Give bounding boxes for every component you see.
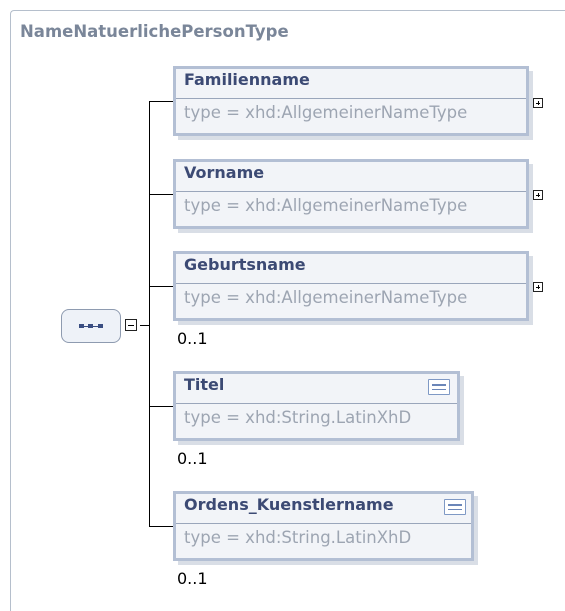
connector-bracket — [149, 101, 150, 527]
plus-icon[interactable] — [533, 282, 543, 292]
element-familienname[interactable]: Familienname type = xhd:AllgemeinerNameT… — [173, 66, 533, 140]
complex-type-title: NameNatuerlichePersonType — [20, 22, 289, 41]
element-vorname[interactable]: Vorname type = xhd:AllgemeinerNameType — [173, 159, 533, 233]
connector-vorname — [149, 194, 173, 195]
minus-icon[interactable] — [125, 319, 137, 331]
element-geburtsname[interactable]: Geburtsname type = xhd:AllgemeinerNameTy… — [173, 251, 533, 325]
connector-ordens — [149, 526, 173, 527]
element-name: Ordens_Kuenstlername — [184, 495, 394, 514]
connector-geburtsname — [149, 286, 173, 287]
element-name: Titel — [184, 375, 225, 394]
occurrence-label: 0..1 — [177, 449, 208, 468]
connector-familienname — [149, 101, 173, 102]
element-ordens-kuenstlername[interactable]: Ordens_Kuenstlername type = xhd:String.L… — [173, 491, 478, 565]
plus-icon[interactable] — [533, 190, 543, 200]
connector-seq-to-bracket — [140, 325, 150, 326]
occurrence-label: 0..1 — [177, 329, 208, 348]
element-name: Geburtsname — [184, 255, 306, 274]
documentation-icon — [428, 379, 450, 395]
occurrence-label: 0..1 — [177, 569, 208, 588]
sequence-icon — [79, 324, 103, 328]
element-name: Familienname — [184, 70, 310, 89]
element-type: type = xhd:AllgemeinerNameType — [184, 288, 468, 307]
documentation-icon — [444, 499, 466, 515]
sequence-compositor[interactable] — [61, 309, 121, 343]
element-name: Vorname — [184, 163, 265, 182]
element-titel[interactable]: Titel type = xhd:String.LatinXhD — [173, 371, 464, 445]
connector-titel — [149, 406, 173, 407]
element-type: type = xhd:AllgemeinerNameType — [184, 103, 468, 122]
element-type: type = xhd:String.LatinXhD — [184, 528, 412, 547]
diagram-frame — [10, 10, 565, 611]
plus-icon[interactable] — [533, 98, 543, 108]
element-type: type = xhd:AllgemeinerNameType — [184, 196, 468, 215]
element-type: type = xhd:String.LatinXhD — [184, 408, 412, 427]
